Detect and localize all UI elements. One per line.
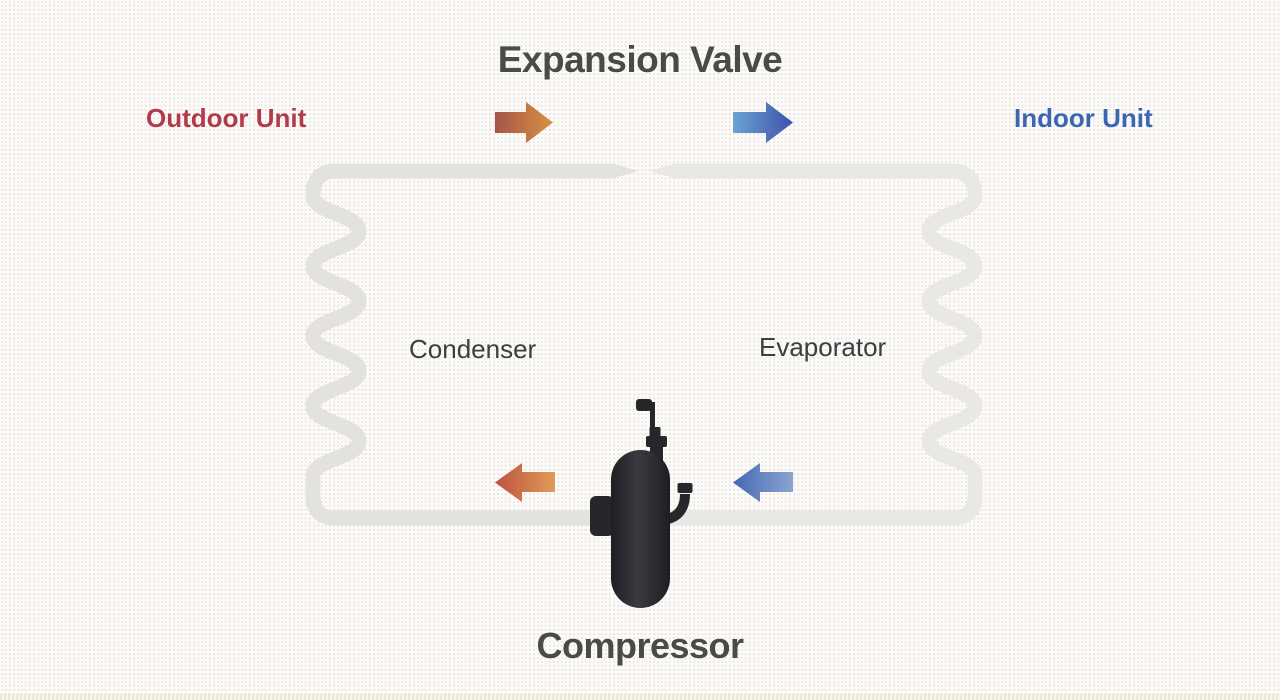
cold-flow-arrow-top-icon <box>733 102 793 143</box>
compressor-shell <box>611 450 670 608</box>
compressor-top-elbow <box>636 399 652 411</box>
compressor-label: Compressor <box>536 625 744 666</box>
indoor-unit-label: Indoor Unit <box>1014 103 1153 133</box>
hot-flow-arrow-bottom-icon <box>495 463 555 502</box>
bottom-edge-band <box>0 694 1280 700</box>
compressor-top-collar <box>646 436 667 447</box>
hot-flow-arrow-top-icon <box>495 102 553 143</box>
compressor-illustration <box>590 399 693 608</box>
expansion-valve-title: Expansion Valve <box>497 39 783 80</box>
expansion-valve-taper-right <box>649 163 676 179</box>
evaporator-label: Evaporator <box>759 332 887 362</box>
compressor-top-stem <box>650 402 655 432</box>
evaporator-coil-pipe <box>638 163 983 526</box>
compressor-side-bracket <box>590 496 614 536</box>
cold-flow-arrow-bottom-icon <box>733 463 793 502</box>
condenser-coil-pipe <box>305 163 646 526</box>
compressor-top-knob <box>649 427 661 438</box>
compressor-suction-flange <box>677 483 693 493</box>
condenser-label: Condenser <box>409 334 537 364</box>
expansion-valve-taper-left <box>612 163 639 179</box>
outdoor-unit-label: Outdoor Unit <box>146 103 307 133</box>
